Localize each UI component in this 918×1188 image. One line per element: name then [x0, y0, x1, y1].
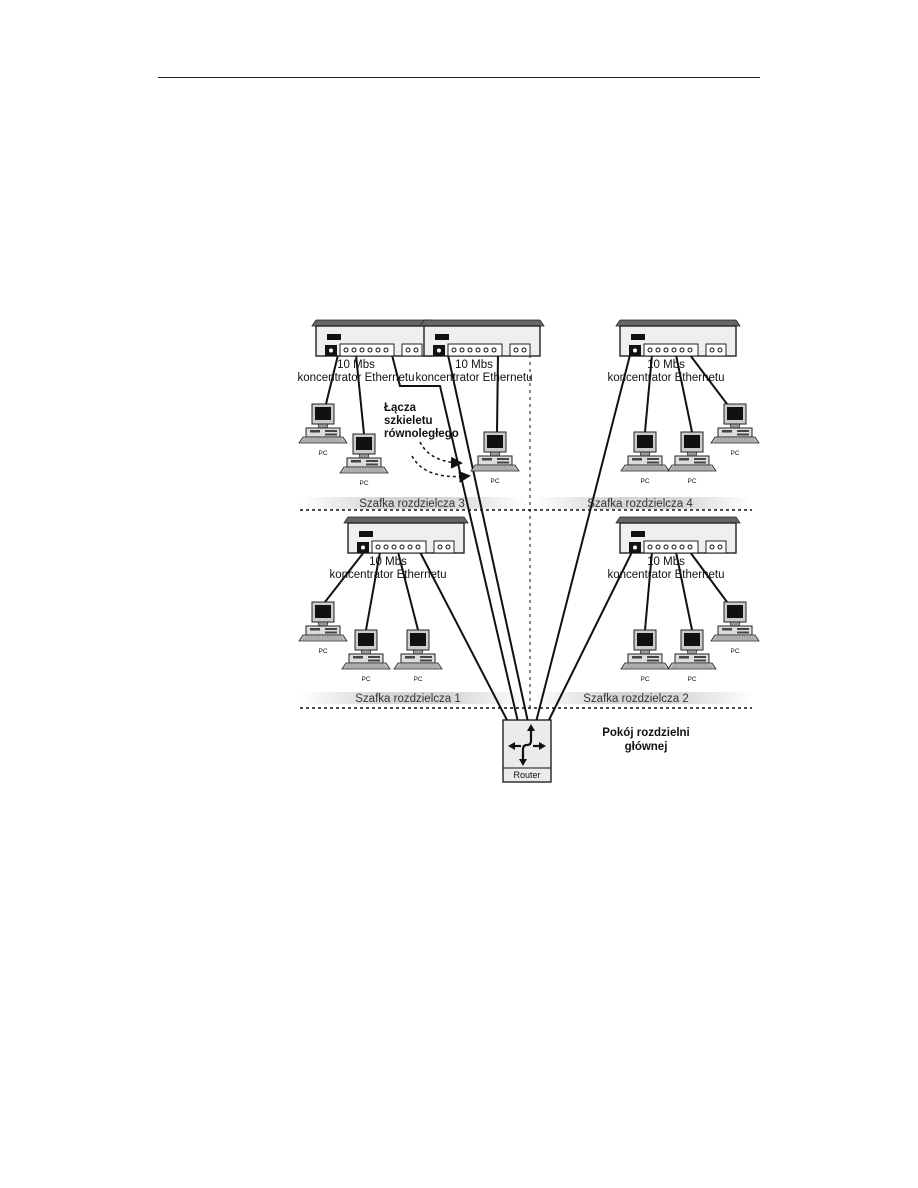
pc-label: PC: [730, 450, 739, 457]
pc-zone4-2: [667, 431, 717, 472]
zone-band-2: [534, 692, 752, 704]
backbone-arrows: [411, 441, 471, 483]
hub-zone1-name: koncentrator Ethernetu: [330, 569, 447, 581]
hub-zone4-name: koncentrator Ethernetu: [608, 372, 725, 384]
pc-zone1-1: [298, 601, 348, 642]
router: [502, 719, 552, 783]
backbone-label-line2: szkieletu: [384, 415, 433, 427]
pc-zone2-3: [710, 601, 760, 642]
zone-label-2: Szafka rozdzielcza 2: [583, 693, 688, 705]
main-room-label-line2: głównej: [625, 741, 668, 753]
pc-label: PC: [361, 676, 370, 683]
zone-separators: [300, 320, 752, 710]
pc-label: PC: [640, 478, 649, 485]
hub-zone3-a-name: koncentrator Ethernetu: [298, 372, 415, 384]
pc-zone1-3: [393, 629, 443, 670]
hub-zone4-speed: 10 Mbs: [647, 359, 685, 371]
pc-zone1-2: [341, 629, 391, 670]
zone-label-1: Szafka rozdzielcza 1: [355, 693, 460, 705]
router-label: Router: [513, 770, 540, 780]
pc-label: PC: [730, 648, 739, 655]
pc-label: PC: [318, 450, 327, 457]
pc-label: PC: [687, 478, 696, 485]
backbone-label-line1: Łącza: [384, 402, 417, 414]
hub-zone3-a-speed: 10 Mbs: [337, 359, 375, 371]
pc-label: PC: [687, 676, 696, 683]
hub-zone3-b-speed: 10 Mbs: [455, 359, 493, 371]
pc-label: PC: [640, 676, 649, 683]
hub-zone1: [343, 516, 469, 554]
hub-zone2-speed: 10 Mbs: [647, 556, 685, 568]
hub-zone3-b-name: koncentrator Ethernetu: [416, 372, 533, 384]
hub-zone3-b: [419, 319, 545, 357]
pc-zone4-3: [710, 403, 760, 444]
pc-zone4-1: [620, 431, 670, 472]
pc-label: PC: [490, 478, 499, 485]
pc-zone3-3: [470, 431, 520, 472]
backbone-label-line3: równoległego: [384, 428, 459, 440]
hub-zone3-a: [311, 319, 437, 357]
hub-zone4: [615, 319, 741, 357]
hub-zone2-name: koncentrator Ethernetu: [608, 569, 725, 581]
pc-label: PC: [359, 480, 368, 487]
hub-zone2: [615, 516, 741, 554]
zone-label-3: Szafka rozdzielcza 3: [359, 498, 464, 510]
pc-zone2-2: [667, 629, 717, 670]
pc-zone2-1: [620, 629, 670, 670]
pc-label: PC: [318, 648, 327, 655]
pc-zone3-2: [339, 433, 389, 474]
page-header-rule: [158, 77, 760, 78]
cables: [324, 354, 728, 723]
zone-label-4: Szafka rozdzielcza 4: [587, 498, 693, 510]
hub-zone1-speed: 10 Mbs: [369, 556, 407, 568]
zone-band-3: [300, 497, 526, 509]
zone-band-1: [300, 692, 526, 704]
pc-label: PC: [413, 676, 422, 683]
pc-zone3-1: [298, 403, 348, 444]
zone-band-4: [534, 497, 752, 509]
main-room-label-line1: Pokój rozdzielni: [602, 727, 690, 739]
